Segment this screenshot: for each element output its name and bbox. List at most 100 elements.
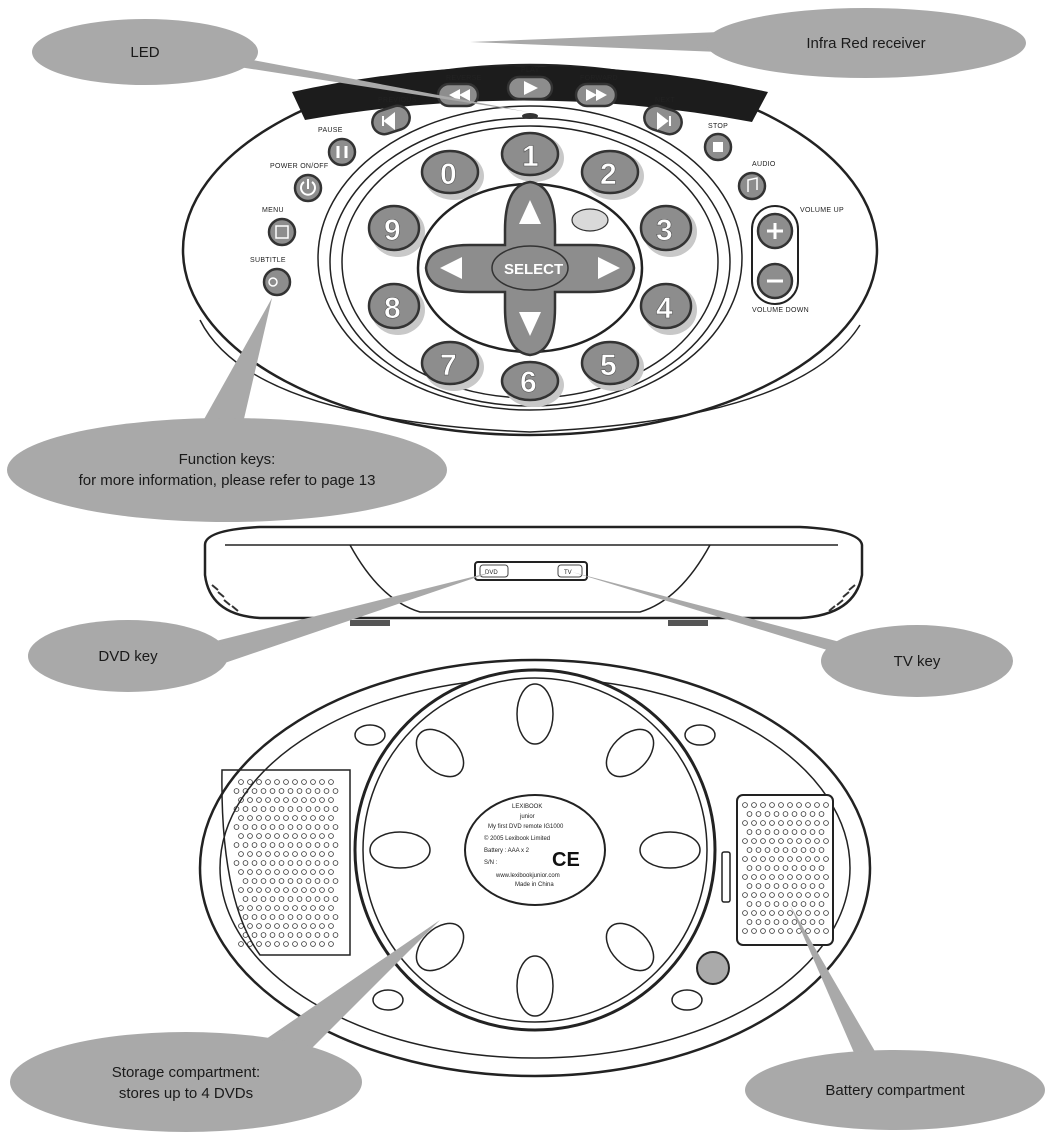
grille-hole [301, 941, 307, 947]
grille-hole [323, 788, 330, 794]
grille-hole [301, 851, 307, 857]
grille-hole [238, 797, 244, 803]
number-key-7[interactable]: 7 [420, 340, 484, 391]
dvd-callout-text: DVD key [98, 648, 158, 665]
down-arrow-icon[interactable] [519, 312, 541, 336]
grille-hole [278, 914, 285, 920]
grille-hole [746, 883, 753, 889]
grille-hole [310, 797, 316, 803]
number-key-2[interactable]: 2 [580, 149, 644, 200]
grille-hole [818, 847, 825, 853]
grille-hole [332, 806, 339, 812]
grille-hole [251, 914, 258, 920]
grille-hole [778, 856, 784, 862]
function-callout-text-1: Function keys: [179, 451, 276, 468]
grille-hole [823, 928, 829, 934]
number-key-5[interactable]: 5 [580, 340, 644, 391]
grille-hole [233, 842, 240, 848]
audio-button[interactable] [737, 171, 767, 201]
grille-hole [800, 829, 807, 835]
grille-hole [251, 860, 258, 866]
grille-hole [305, 932, 312, 938]
grille-hole [787, 856, 793, 862]
number-key-1[interactable]: 1 [500, 131, 564, 182]
battery-callout [745, 1050, 1045, 1130]
grille-hole [800, 811, 807, 817]
grille-hole [296, 806, 303, 812]
grille-hole [332, 914, 339, 920]
grille-hole [292, 851, 298, 857]
grille-hole [746, 829, 753, 835]
plus-icon [767, 223, 783, 239]
grille-hole [269, 788, 276, 794]
grille-hole [751, 802, 757, 808]
svg-text:0: 0 [440, 158, 457, 191]
grille-hole [251, 878, 258, 884]
grille-hole [274, 905, 280, 911]
menu-button[interactable] [267, 217, 297, 247]
grille-hole [323, 860, 330, 866]
grille-hole [292, 797, 298, 803]
grille-hole [287, 896, 294, 902]
grille-hole [269, 914, 276, 920]
number-key-0[interactable]: 0 [420, 149, 484, 200]
right-function-keys: AUDIO VOLUME UP VOLUME DOWN [737, 161, 844, 314]
dvd-key[interactable] [479, 564, 509, 578]
grille-hole [305, 896, 312, 902]
dpad: SELECT [416, 180, 644, 357]
number-key-9[interactable]: 9 [367, 204, 425, 257]
grille-hole [809, 865, 816, 871]
grille-hole [274, 797, 280, 803]
pause-icon [336, 146, 348, 158]
grille-hole [305, 788, 312, 794]
number-key-8[interactable]: 8 [367, 282, 425, 335]
grille-hole [260, 824, 267, 830]
grille-hole [238, 941, 244, 947]
number-key-4[interactable]: 4 [639, 282, 697, 335]
reverse-label: REVERSE [446, 75, 482, 82]
grille-hole [319, 887, 325, 893]
grille-hole [332, 932, 339, 938]
back-screw-icon [696, 951, 730, 985]
pause-button[interactable] [327, 137, 357, 167]
number-key-6[interactable]: 6 [500, 360, 564, 407]
grille-hole [818, 901, 825, 907]
tv-key[interactable] [557, 564, 583, 578]
grille-hole [274, 779, 280, 785]
grille-hole [778, 820, 784, 826]
audio-icon [747, 177, 758, 192]
grille-hole [238, 923, 244, 929]
grille-hole [787, 928, 793, 934]
grille-hole [332, 896, 339, 902]
grille-hole [764, 883, 771, 889]
grille-hole [764, 919, 771, 925]
grille-hole [755, 901, 762, 907]
grille-hole [773, 811, 780, 817]
battery-latch[interactable] [721, 851, 731, 903]
grille-hole [265, 851, 271, 857]
function-callout [7, 418, 447, 522]
label-brand: LEXIBOOK [512, 804, 542, 810]
select-button[interactable] [491, 245, 569, 291]
label-copyright: © 2005 Lexibook Limited [484, 835, 550, 842]
grille-hole [773, 847, 780, 853]
grille-hole [760, 838, 766, 844]
grille-hole [769, 928, 775, 934]
number-key-3[interactable]: 3 [639, 204, 697, 257]
grille-hole [805, 820, 811, 826]
grille-hole [818, 883, 825, 889]
grille-hole [823, 820, 829, 826]
grille-hole [332, 860, 339, 866]
grille-hole [247, 887, 253, 893]
grille-hole [301, 923, 307, 929]
label-sub: junior [519, 814, 535, 820]
left-arrow-icon[interactable] [440, 257, 462, 279]
grille-hole [278, 932, 285, 938]
grille-hole [233, 788, 240, 794]
right-arrow-icon[interactable] [598, 257, 620, 279]
grille-hole [778, 910, 784, 916]
up-arrow-icon[interactable] [519, 200, 541, 224]
grille-hole [256, 869, 262, 875]
grille-hole [769, 874, 775, 880]
grille-hole [269, 842, 276, 848]
